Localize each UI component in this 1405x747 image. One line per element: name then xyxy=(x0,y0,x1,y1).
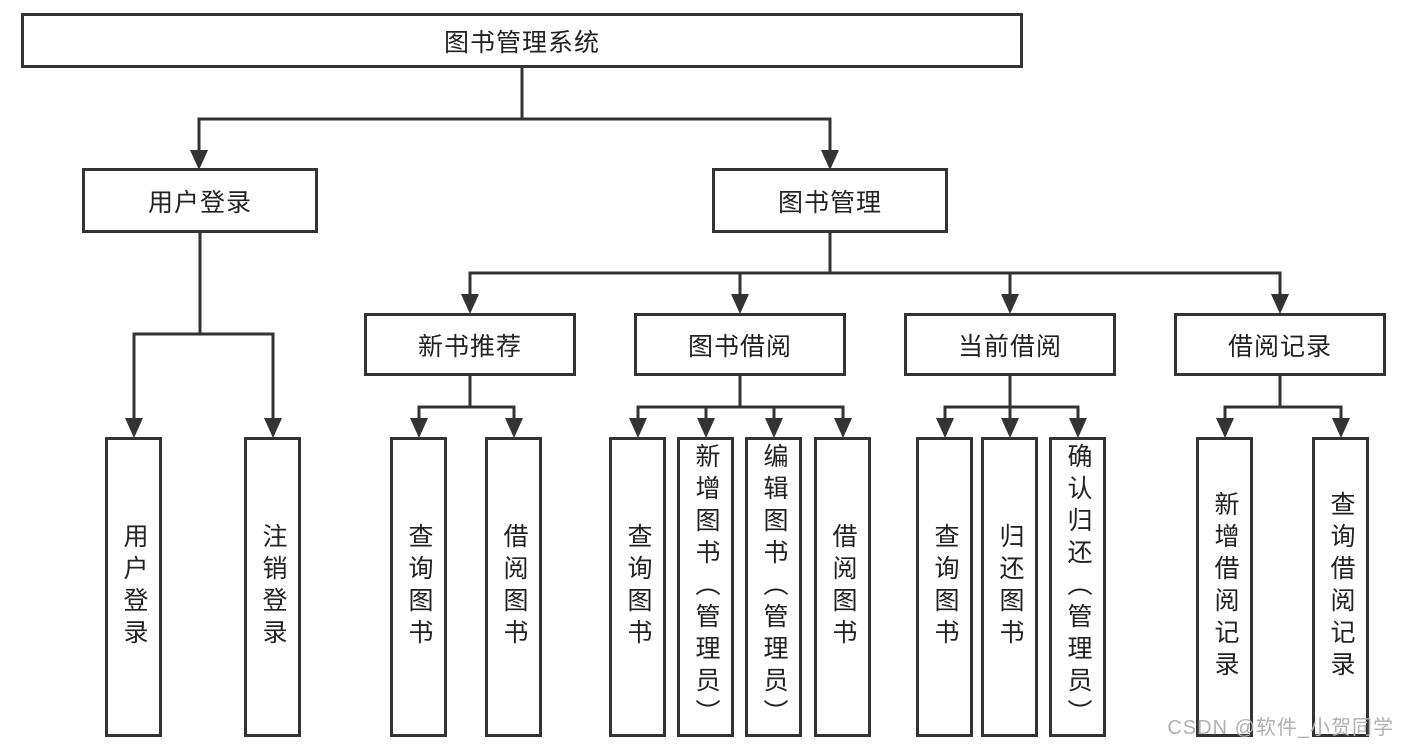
leaf-borrow-books: 借阅图书 xyxy=(485,437,542,737)
leaf-query-borrow-record: 查询借阅记录 xyxy=(1312,437,1369,737)
node-library-system: 图书管理系统 xyxy=(21,13,1023,68)
leaf-query-borrow-record-label: 查询借阅记录 xyxy=(1327,491,1355,683)
node-borrow-records: 借阅记录 xyxy=(1174,313,1386,376)
leaf-query-books-label: 查询图书 xyxy=(405,523,433,651)
leaf-confirm-return-admin: 确认归还（管理员） xyxy=(1049,437,1106,737)
arrow-down-icons xyxy=(125,150,1350,438)
leaf-borrow-books-label: 借阅图书 xyxy=(500,523,528,651)
leaf-edit-book-admin-label: 编辑图书（管理员） xyxy=(760,443,788,731)
leaf-add-book-admin: 新增图书（管理员） xyxy=(677,437,734,737)
csdn-watermark: CSDN @软件_小贺同学 xyxy=(1167,717,1394,739)
leaf-query-books: 查询图书 xyxy=(609,437,666,737)
leaf-add-book-admin-label: 新增图书（管理员） xyxy=(692,443,720,731)
leaf-borrow-books: 借阅图书 xyxy=(814,437,871,737)
leaf-query-books: 查询图书 xyxy=(390,437,447,737)
node-current-borrowing: 当前借阅 xyxy=(904,313,1116,376)
leaf-borrow-books-label: 借阅图书 xyxy=(829,523,857,651)
node-borrow-records-label: 借阅记录 xyxy=(1227,332,1332,361)
node-user-login-label: 用户登录 xyxy=(147,188,252,217)
node-new-book-recommend-label: 新书推荐 xyxy=(417,332,522,361)
leaf-return-book: 归还图书 xyxy=(981,437,1038,737)
leaf-edit-book-admin: 编辑图书（管理员） xyxy=(745,437,802,737)
leaf-confirm-return-admin-label: 确认归还（管理员） xyxy=(1064,443,1092,731)
node-book-borrowing: 图书借阅 xyxy=(634,313,846,376)
node-book-management: 图书管理 xyxy=(712,168,948,233)
node-library-system-label: 图书管理系统 xyxy=(443,28,600,57)
leaf-user-login: 用户登录 xyxy=(105,437,162,737)
leaf-query-books: 查询图书 xyxy=(916,437,973,737)
leaf-query-books-label: 查询图书 xyxy=(624,523,652,651)
leaf-query-books-label: 查询图书 xyxy=(931,523,959,651)
leaf-return-book-label: 归还图书 xyxy=(996,523,1024,651)
leaf-user-login-label: 用户登录 xyxy=(120,523,148,651)
node-user-login: 用户登录 xyxy=(82,168,318,233)
leaf-logout: 注销登录 xyxy=(244,437,301,737)
node-new-book-recommend: 新书推荐 xyxy=(364,313,576,376)
node-current-borrowing-label: 当前借阅 xyxy=(957,332,1062,361)
leaf-logout-label: 注销登录 xyxy=(259,523,287,651)
node-book-management-label: 图书管理 xyxy=(777,188,882,217)
leaf-add-borrow-record: 新增借阅记录 xyxy=(1196,437,1253,737)
leaf-add-borrow-record-label: 新增借阅记录 xyxy=(1211,491,1239,683)
node-book-borrowing-label: 图书借阅 xyxy=(687,332,792,361)
connector-lines xyxy=(132,66,1343,421)
